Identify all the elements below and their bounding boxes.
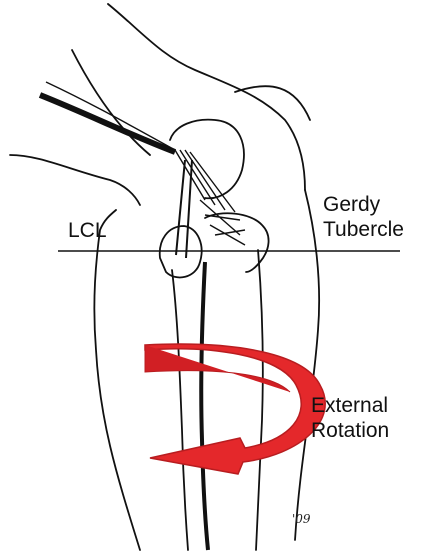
external-rotation-label: External Rotation: [311, 393, 389, 443]
gerdy-label-line2: Tubercle: [323, 217, 404, 242]
lcl-label: LCL: [68, 218, 107, 243]
hamstring-outline: [10, 155, 140, 205]
artist-signature: '09: [292, 512, 311, 526]
biceps-tendon: [40, 95, 175, 152]
biceps-tendon-edge: [46, 82, 175, 150]
external-label-line1: External: [311, 393, 389, 418]
left-calf-outline: [94, 210, 140, 550]
fibula-shaft: [201, 262, 208, 550]
thigh-outline: [108, 4, 305, 190]
external-rotation-arrow: [145, 344, 325, 474]
gerdy-label-line1: Gerdy: [323, 192, 404, 217]
gerdy-tubercle: [205, 213, 269, 272]
gerdy-tubercle-label: Gerdy Tubercle: [323, 192, 404, 242]
tibia-outline-left: [172, 270, 188, 550]
thigh-back-outline: [235, 86, 310, 120]
external-label-line2: Rotation: [311, 418, 389, 443]
tibia-outline-right: [256, 250, 263, 550]
